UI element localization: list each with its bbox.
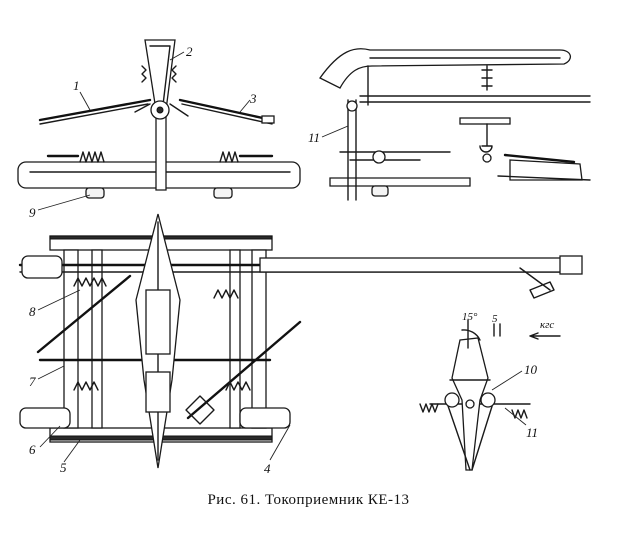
- callout-10: 10: [524, 362, 538, 377]
- contact-shoe: [319, 48, 571, 89]
- callout-8: 8: [29, 304, 36, 319]
- callout-1: 1: [73, 78, 80, 93]
- callout-11-detail: 11: [526, 425, 538, 440]
- arm-1: [38, 98, 152, 122]
- leader-lines: [37, 51, 527, 463]
- force-label: кгс: [540, 319, 554, 331]
- insulator-left: [85, 187, 105, 199]
- detail-view: [419, 319, 561, 471]
- callout-7: 7: [29, 374, 36, 389]
- side-insulator: [371, 185, 389, 197]
- front-view: [17, 39, 301, 199]
- arm-3: [178, 98, 274, 122]
- insulator-right: [213, 187, 233, 199]
- callout-6: 6: [29, 442, 36, 457]
- side-view: [319, 48, 591, 201]
- distance-label: 5: [492, 313, 498, 325]
- callout-5: 5: [60, 460, 67, 475]
- figure-caption: Рис. 61. Токоприемник КЕ-13: [207, 492, 410, 508]
- callout-11-side: 11: [308, 130, 320, 145]
- callout-2: 2: [186, 44, 193, 59]
- callout-4: 4: [264, 461, 271, 476]
- plan-view: [18, 213, 583, 469]
- callout-3: 3: [249, 91, 257, 106]
- angle-label: 15°: [462, 311, 478, 323]
- callout-9: 9: [29, 205, 36, 220]
